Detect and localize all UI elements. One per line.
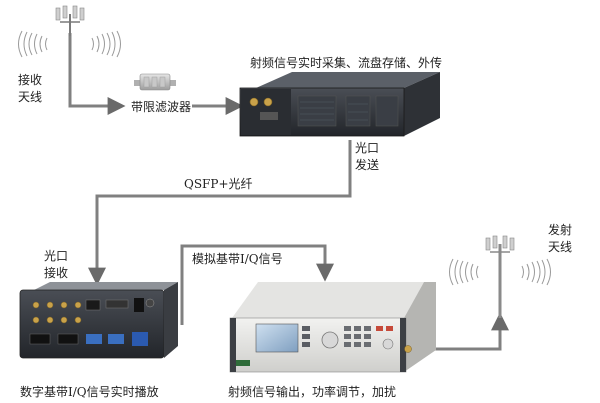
line-player-to-generator bbox=[180, 244, 334, 325]
qsfp-link-label: QSFP+光纤 bbox=[184, 177, 253, 191]
rx-antenna-label-line2: 天线 bbox=[18, 90, 43, 104]
tx-wave-right-icon bbox=[521, 258, 551, 286]
rx-antenna-label-line1: 接收 bbox=[18, 73, 43, 87]
bandpass-filter-icon bbox=[134, 73, 176, 91]
rx-antenna-icon bbox=[55, 5, 85, 36]
tx-antenna-icon bbox=[485, 235, 515, 318]
analog-iq-label: 模拟基带I/Q信号 bbox=[192, 252, 283, 266]
optical-recv-label-line2: 接收 bbox=[44, 266, 69, 280]
rf-recorder-device bbox=[239, 72, 440, 137]
bandpass-filter-label: 带限滤波器 bbox=[131, 100, 192, 114]
playback-caption: 数字基带I/Q信号实时播放 bbox=[20, 385, 159, 399]
optical-recv-label-line1: 光口 bbox=[44, 249, 69, 263]
tx-wave-left-icon bbox=[449, 258, 479, 286]
rx-antenna-label: 接收 天线 bbox=[18, 72, 42, 106]
rx-wave-right-icon bbox=[91, 30, 121, 58]
optical-send-label-line2: 发送 bbox=[355, 158, 380, 172]
optical-send-label-line1: 光口 bbox=[355, 141, 380, 155]
rf-signal-generator-device bbox=[229, 282, 436, 373]
rx-wave-left-icon bbox=[18, 30, 48, 58]
optical-recv-label: 光口 接收 bbox=[44, 248, 68, 282]
tx-antenna-label: 发射 天线 bbox=[548, 222, 572, 256]
tx-antenna-label-line2: 天线 bbox=[548, 240, 573, 254]
iq-playback-device bbox=[19, 282, 178, 359]
line-recorder-to-player bbox=[88, 140, 352, 286]
tx-antenna-label-line1: 发射 bbox=[548, 223, 573, 237]
line-antenna-to-filter bbox=[68, 33, 126, 115]
optical-send-label: 光口 发送 bbox=[355, 140, 379, 174]
recorder-title: 射频信号实时采集、流盘存储、外传 bbox=[250, 56, 443, 70]
generator-caption: 射频信号输出，功率调节，加扰 bbox=[228, 385, 397, 399]
